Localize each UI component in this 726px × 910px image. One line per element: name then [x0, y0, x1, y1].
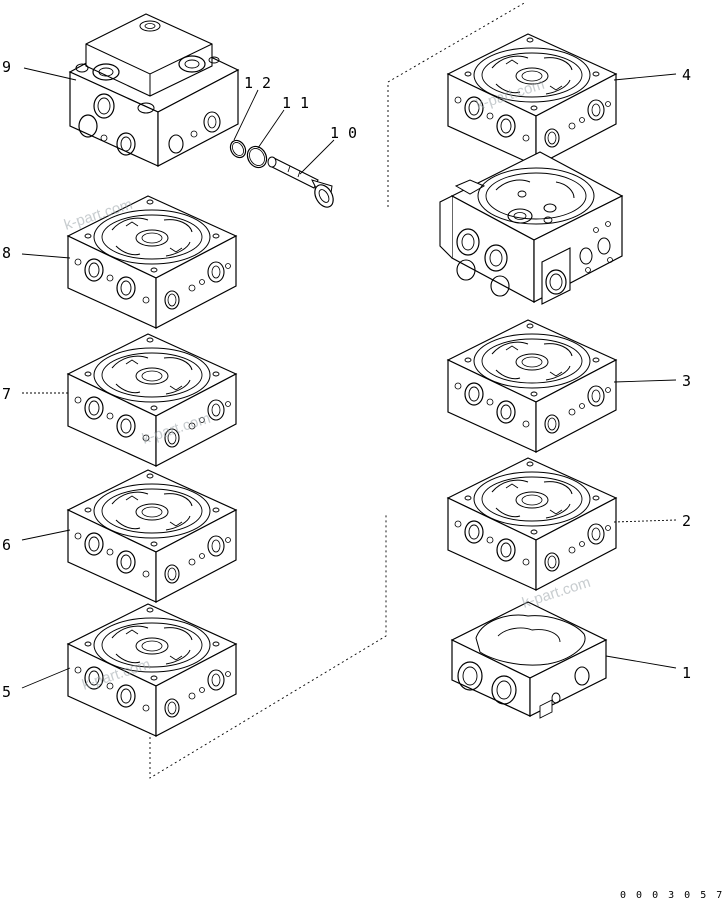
- part-12-o-ring: [229, 139, 247, 159]
- callout-4: 4: [682, 66, 691, 84]
- part-2-valve-section: [447, 457, 617, 591]
- callout-10: 1 0: [330, 124, 357, 142]
- part-11-o-ring: [246, 145, 268, 169]
- callout-7: 7: [2, 385, 11, 403]
- callout-12: 1 2: [244, 74, 271, 92]
- callout-labels: 9 1 2 1 1 1 0 8 7 6 5 4 3 2 1: [2, 58, 691, 701]
- part-4-valve-section: [447, 33, 617, 167]
- callout-5: 5: [2, 683, 11, 701]
- callout-1: 1: [682, 664, 691, 682]
- part-9-end-section: [70, 14, 238, 166]
- assembly-guide-lines: [149, 1, 527, 779]
- callout-6: 6: [2, 536, 11, 554]
- part-10-plug: [267, 156, 334, 208]
- callout-11: 1 1: [282, 94, 309, 112]
- part-1-inlet-section: [452, 602, 606, 718]
- part-3-valve-section: [447, 319, 617, 453]
- callout-8: 8: [2, 244, 11, 262]
- leader-lines: [21, 67, 677, 689]
- callout-9: 9: [2, 58, 11, 76]
- valve-section-unnumbered: [440, 152, 622, 304]
- part-6-valve-section: [67, 469, 237, 603]
- callout-2: 2: [682, 512, 691, 530]
- part-7-valve-section: [67, 333, 237, 467]
- callout-3: 3: [682, 372, 691, 390]
- document-id: 0 0 0 3 0 5 7 3: [620, 890, 726, 901]
